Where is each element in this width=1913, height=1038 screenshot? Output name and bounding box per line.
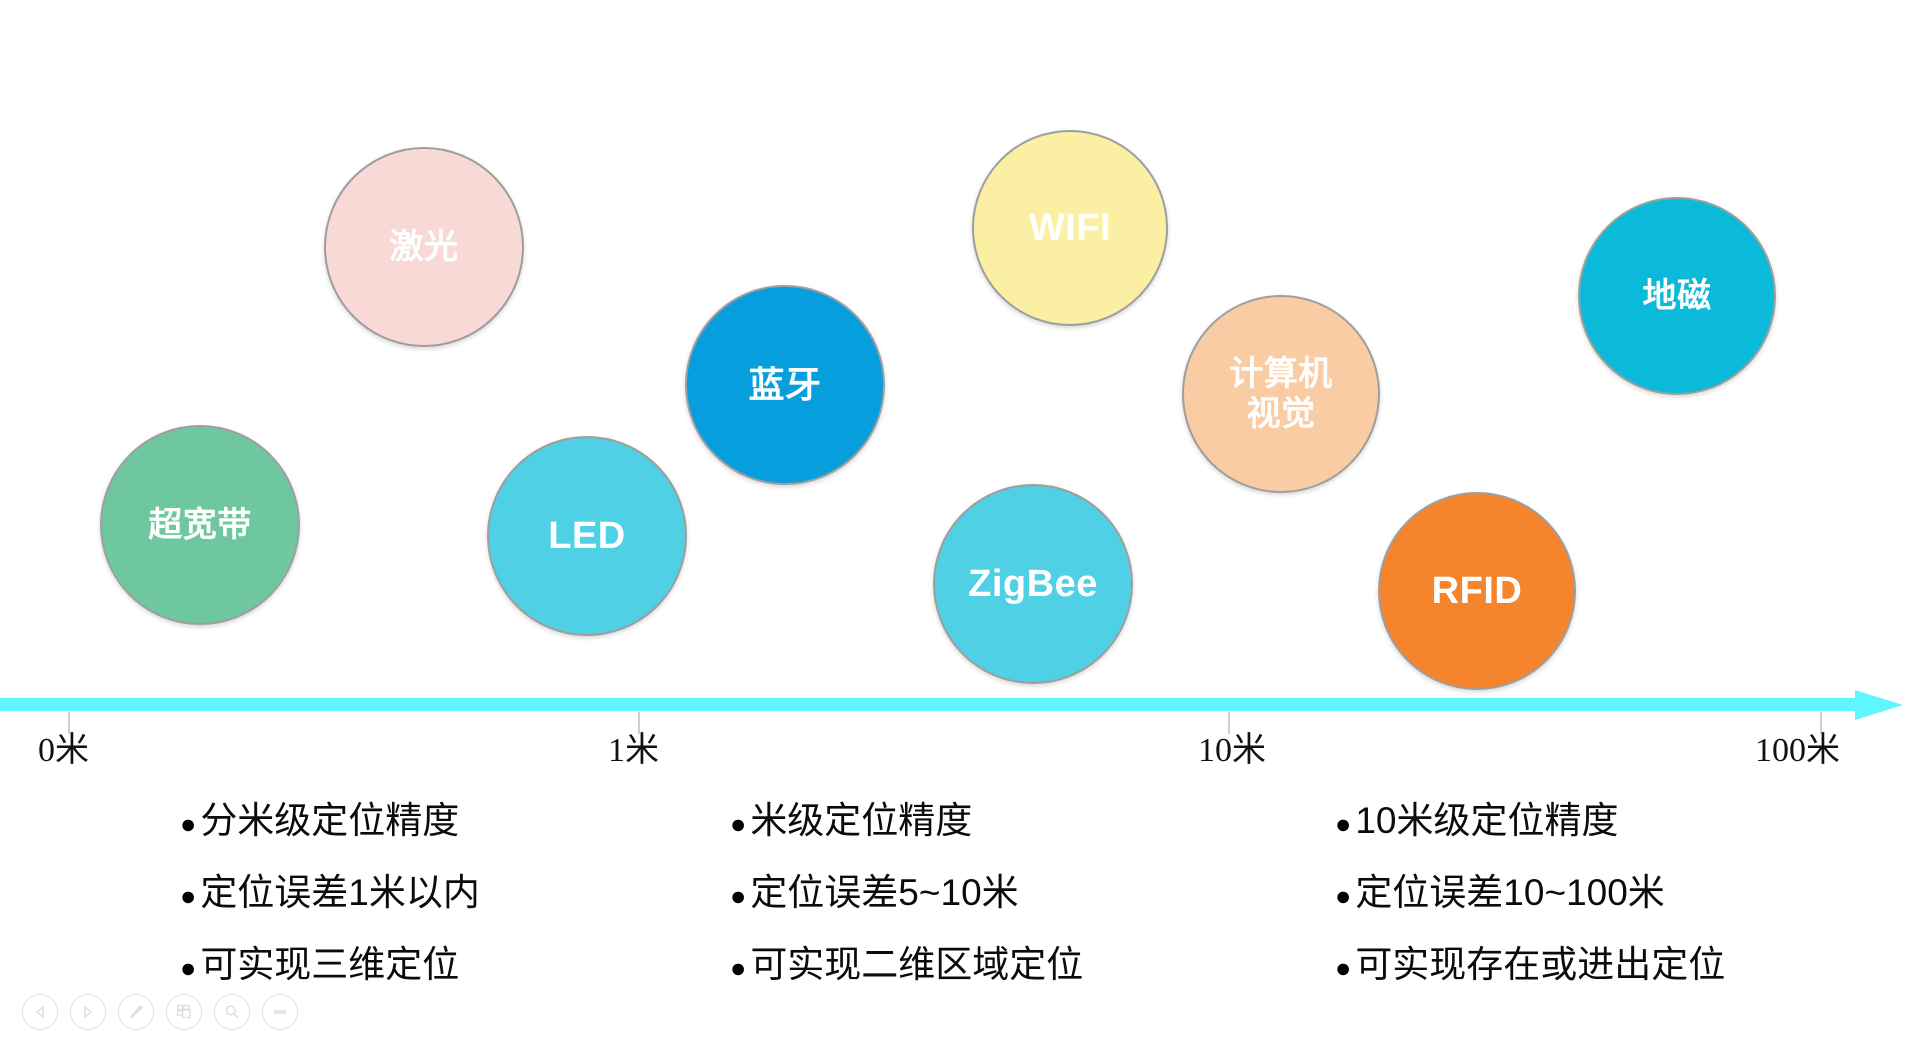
axis-tick bbox=[68, 712, 70, 734]
legend-item: ●可实现三维定位 bbox=[180, 934, 480, 1006]
bubble-label: WIFI bbox=[1028, 206, 1112, 249]
bubble-label: 地磁 bbox=[1642, 276, 1712, 315]
axis-tick-label: 10米 bbox=[1198, 732, 1266, 769]
legend-column-decimeter: ●分米级定位精度●定位误差1米以内●可实现三维定位 bbox=[180, 790, 480, 1006]
bubble-label: 计算机 视觉 bbox=[1229, 354, 1333, 433]
bullet-dot-icon: ● bbox=[180, 881, 197, 911]
legend-item-label: 可实现三维定位 bbox=[200, 944, 460, 985]
legend-item-label: 10米级定位精度 bbox=[1355, 800, 1619, 841]
legend-column-meter: ●米级定位精度●定位误差5~10米●可实现二维区域定位 bbox=[730, 790, 1083, 1006]
legend-item: ●米级定位精度 bbox=[730, 790, 1083, 862]
legend-item: ●10米级定位精度 bbox=[1335, 790, 1725, 862]
bubble-label: ZigBee bbox=[968, 562, 1098, 605]
legend-item-label: 可实现二维区域定位 bbox=[750, 944, 1084, 985]
zoom-icon[interactable] bbox=[214, 994, 250, 1030]
axis-tick bbox=[1228, 712, 1230, 734]
legend-column-ten-meter: ●10米级定位精度●定位误差10~100米●可实现存在或进出定位 bbox=[1335, 790, 1725, 1006]
axis bbox=[0, 690, 1913, 734]
more-options-icon[interactable] bbox=[262, 994, 298, 1030]
bubble-RFID[interactable]: RFID bbox=[1378, 492, 1576, 690]
axis-tick bbox=[638, 712, 640, 734]
bullet-dot-icon: ● bbox=[180, 953, 197, 983]
bubble-WIFI[interactable]: WIFI bbox=[972, 130, 1168, 326]
bullet-dot-icon: ● bbox=[1335, 881, 1352, 911]
legend-item: ●分米级定位精度 bbox=[180, 790, 480, 862]
legend-item-label: 可实现存在或进出定位 bbox=[1355, 944, 1726, 985]
legend-item-label: 定位误差1米以内 bbox=[200, 872, 480, 913]
previous-slide-icon[interactable] bbox=[22, 994, 58, 1030]
bubble-超宽带[interactable]: 超宽带 bbox=[100, 425, 300, 625]
bullet-dot-icon: ● bbox=[1335, 809, 1352, 839]
legend-item: ●定位误差10~100米 bbox=[1335, 862, 1725, 934]
bubble-ZigBee[interactable]: ZigBee bbox=[933, 484, 1133, 684]
bubble-LED[interactable]: LED bbox=[487, 436, 687, 636]
bubble-地磁[interactable]: 地磁 bbox=[1578, 197, 1776, 395]
pen-icon[interactable] bbox=[118, 994, 154, 1030]
axis-tick-label: 1米 bbox=[608, 732, 659, 769]
bubble-label: 激光 bbox=[389, 227, 459, 266]
legend-item-label: 米级定位精度 bbox=[750, 800, 973, 841]
bullet-dot-icon: ● bbox=[180, 809, 197, 839]
axis-tick-label: 100米 bbox=[1755, 732, 1840, 769]
bubble-label: 蓝牙 bbox=[748, 363, 822, 405]
bubble-label: 超宽带 bbox=[148, 505, 252, 544]
bubble-蓝牙[interactable]: 蓝牙 bbox=[685, 285, 885, 485]
bubble-label: LED bbox=[548, 514, 626, 557]
legend-item-label: 分米级定位精度 bbox=[200, 800, 460, 841]
bubble-计算机视觉[interactable]: 计算机 视觉 bbox=[1182, 295, 1380, 493]
bullet-dot-icon: ● bbox=[730, 809, 747, 839]
slide-grid-icon[interactable] bbox=[166, 994, 202, 1030]
bubble-激光[interactable]: 激光 bbox=[324, 147, 524, 347]
legend-item-label: 定位误差5~10米 bbox=[750, 872, 1019, 913]
axis-tick bbox=[1820, 712, 1822, 734]
presentation-toolbar[interactable] bbox=[22, 994, 298, 1030]
bullet-dot-icon: ● bbox=[730, 881, 747, 911]
bubble-label: RFID bbox=[1431, 569, 1523, 612]
legend-item: ●可实现存在或进出定位 bbox=[1335, 934, 1725, 1006]
axis-tick-label: 0米 bbox=[38, 732, 89, 769]
legend-columns: ●分米级定位精度●定位误差1米以内●可实现三维定位●米级定位精度●定位误差5~1… bbox=[0, 790, 1913, 985]
bullet-dot-icon: ● bbox=[730, 953, 747, 983]
legend-item-label: 定位误差10~100米 bbox=[1355, 872, 1665, 913]
legend-item: ●定位误差5~10米 bbox=[730, 862, 1083, 934]
axis-line bbox=[0, 698, 1860, 711]
bullet-dot-icon: ● bbox=[1335, 953, 1352, 983]
axis-arrowhead-icon bbox=[1855, 690, 1903, 720]
legend-item: ●可实现二维区域定位 bbox=[730, 934, 1083, 1006]
legend-item: ●定位误差1米以内 bbox=[180, 862, 480, 934]
next-slide-icon[interactable] bbox=[70, 994, 106, 1030]
